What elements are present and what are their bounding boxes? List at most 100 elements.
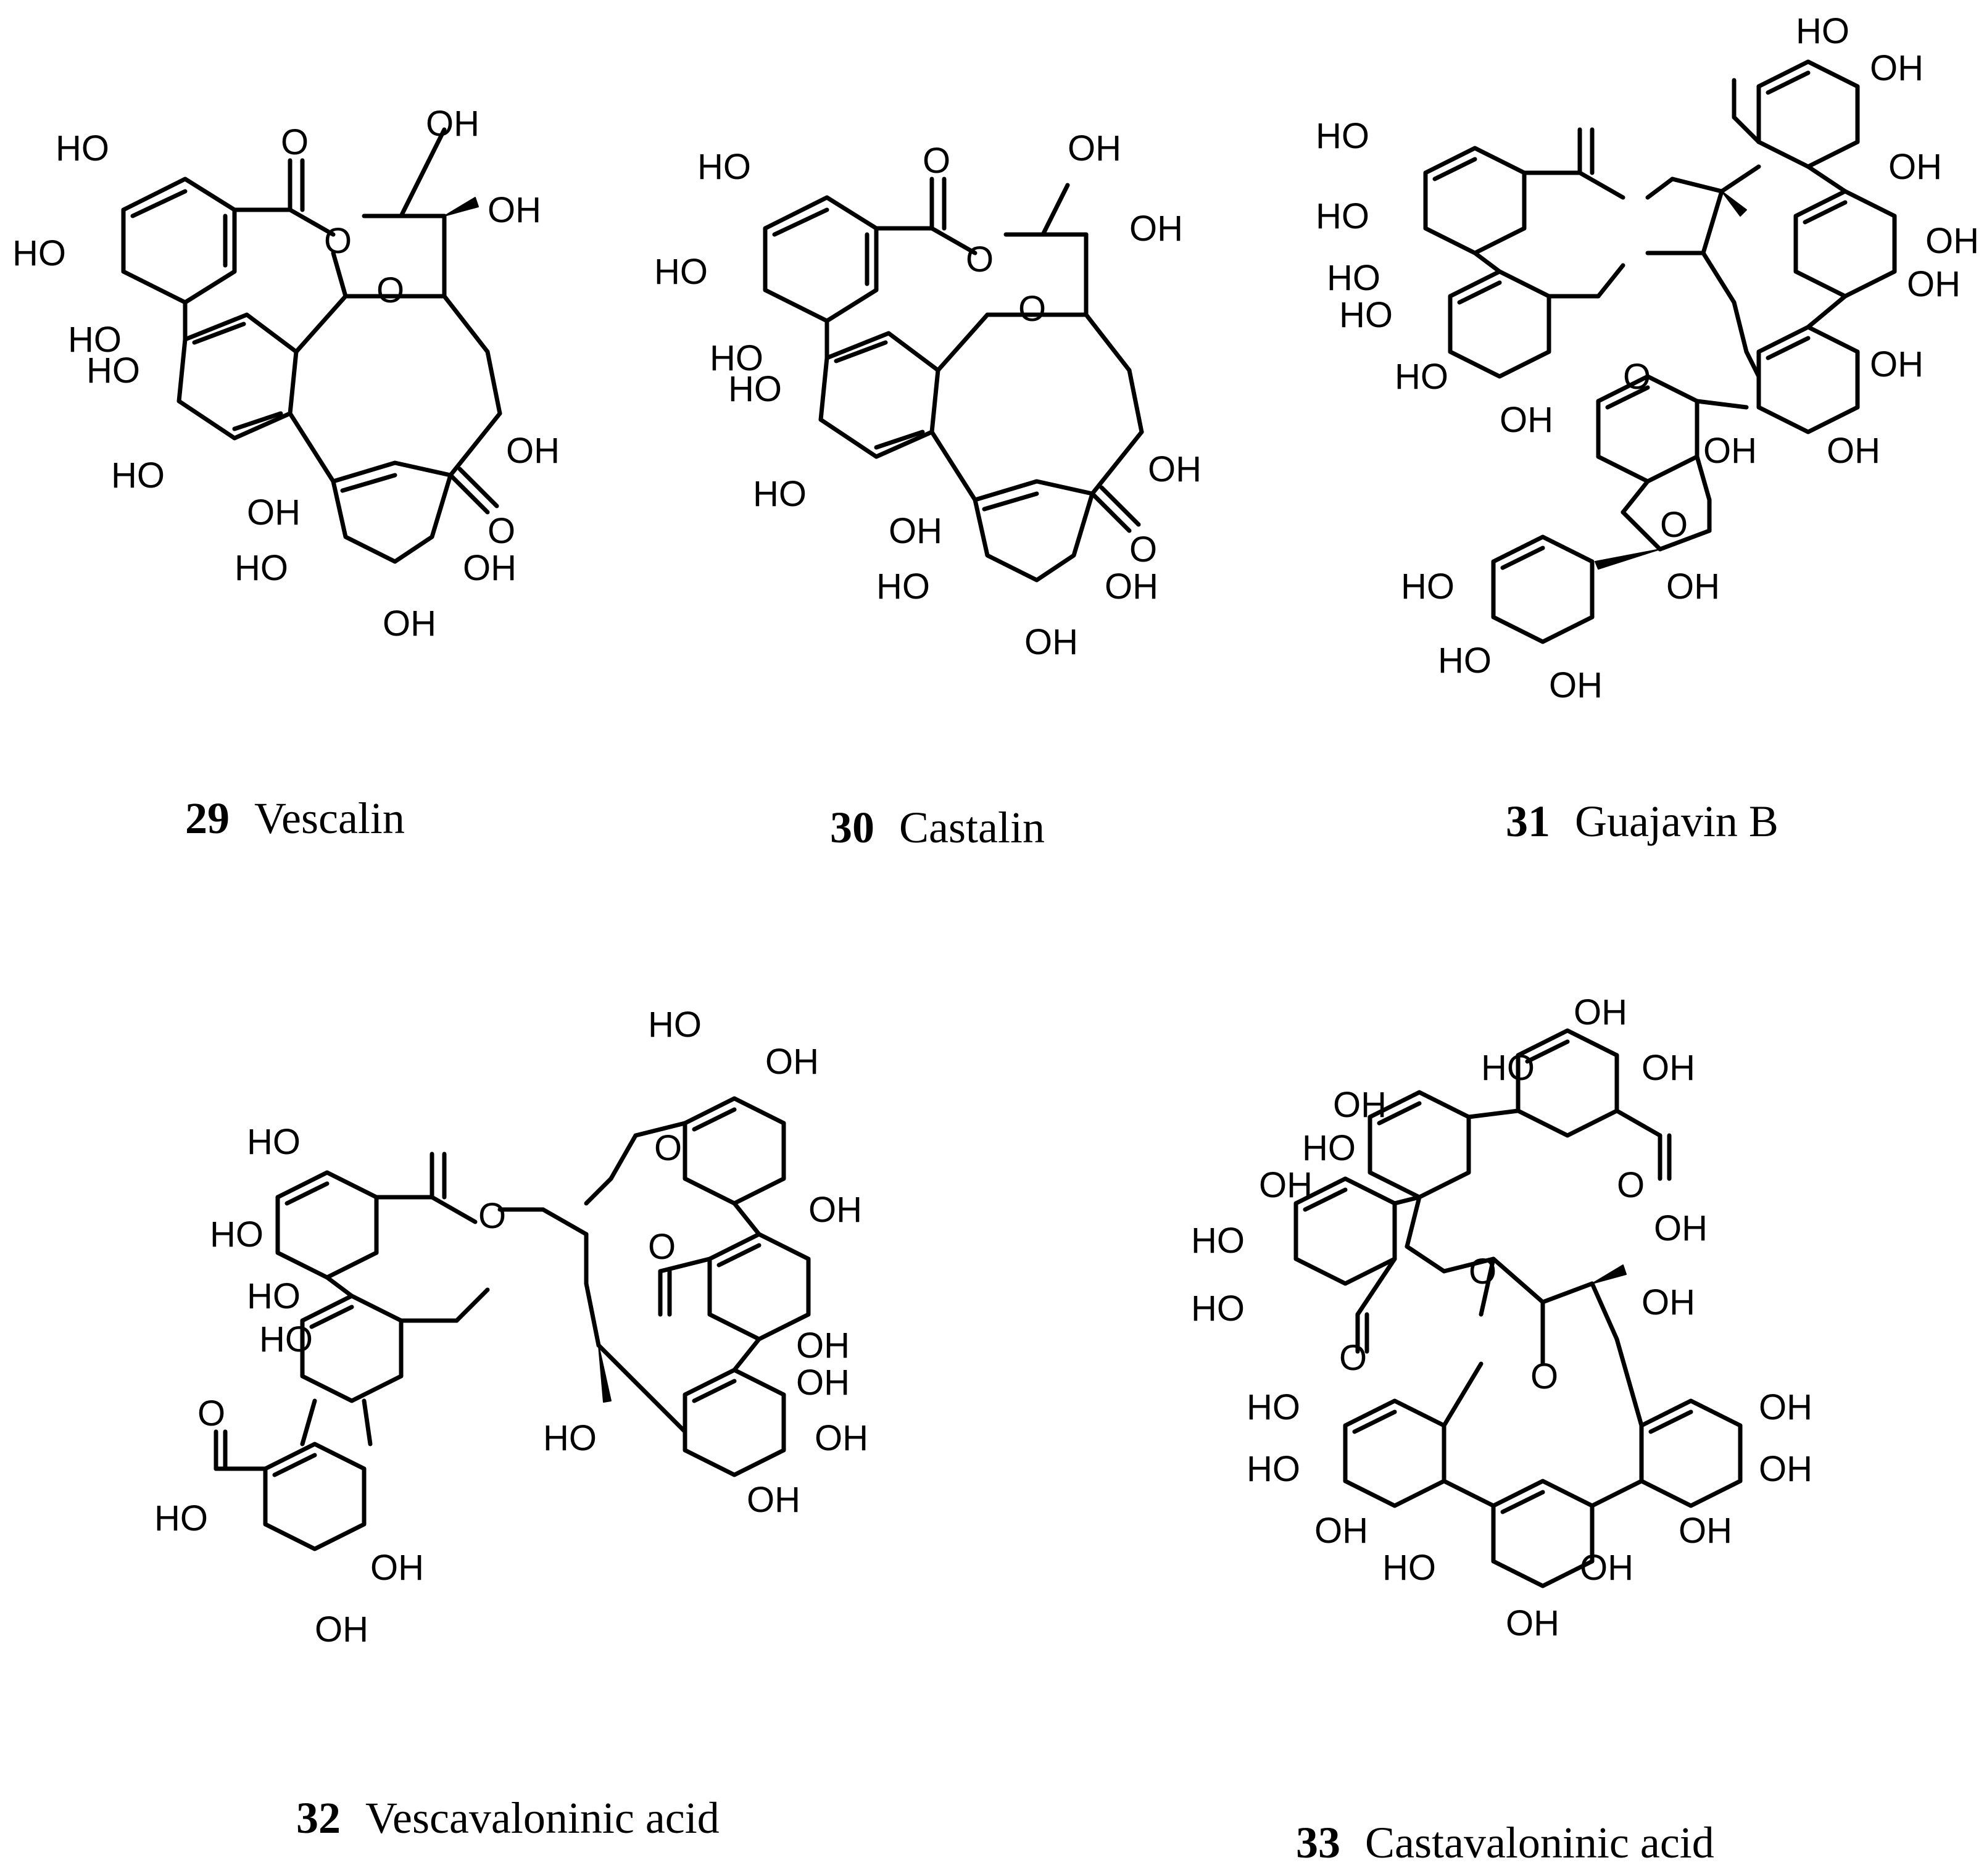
- bond: [457, 467, 499, 508]
- ring: [683, 1368, 786, 1477]
- bond: [732, 1337, 762, 1372]
- compound-number: 31: [1506, 797, 1550, 846]
- atom-label: HO: [1481, 1048, 1535, 1088]
- ring: [263, 1442, 367, 1551]
- bond: [1614, 1337, 1644, 1428]
- atom-label: O: [281, 122, 309, 162]
- bond: [1090, 430, 1144, 496]
- bond: [1766, 336, 1811, 360]
- atom-label: HO: [1316, 196, 1369, 236]
- bond: [1806, 294, 1848, 330]
- bond: [294, 294, 348, 354]
- atom-label: HO: [247, 1276, 301, 1316]
- atom-label: HO: [1327, 258, 1380, 298]
- bond: [1500, 546, 1545, 570]
- atom-label: O: [324, 221, 352, 261]
- ring: [1343, 1398, 1446, 1508]
- bond: [584, 1281, 601, 1348]
- ring-a: [121, 176, 237, 305]
- bond: [1457, 280, 1502, 305]
- structure-guajavin-b: HO OH OH OH OH OH OH HO HO HO HO HO OH O…: [1316, 11, 1979, 705]
- atom-label: HO: [235, 548, 288, 588]
- bond: [1432, 157, 1477, 181]
- ring: [763, 195, 879, 323]
- atom-label: HO: [259, 1319, 313, 1359]
- ring-c: [331, 460, 453, 564]
- bond: [288, 411, 336, 484]
- bond: [929, 226, 977, 255]
- ring: [707, 1232, 811, 1342]
- bond: [1392, 1195, 1422, 1206]
- structure-castavaloninic-acid: OH HO OH OH HO OH HO HO OH OH HO HO OH O…: [1191, 994, 1812, 1643]
- bond: [1658, 528, 1712, 552]
- atom-label: HO: [56, 128, 109, 168]
- atom-label: O: [1623, 357, 1651, 397]
- bond: [325, 1275, 354, 1298]
- bond: [1732, 300, 1749, 354]
- atom-label: OH: [1925, 221, 1979, 261]
- bond: [692, 1379, 737, 1403]
- compound-number: 32: [296, 1793, 341, 1843]
- atom-label: OH: [1549, 665, 1603, 705]
- ring: [275, 1170, 379, 1280]
- atom-label: OH: [1759, 1449, 1812, 1489]
- bond: [1442, 1256, 1496, 1274]
- bond: [834, 340, 888, 363]
- bond: [1127, 368, 1144, 434]
- atom-label: OH: [889, 511, 942, 551]
- bond: [584, 1176, 613, 1206]
- ring: [1491, 1479, 1595, 1588]
- ring: [1756, 59, 1860, 169]
- wedge-bond: [444, 197, 479, 217]
- bond: [929, 430, 977, 502]
- atom-label: HO: [654, 252, 708, 292]
- bond: [1645, 176, 1675, 200]
- atom-label: HO: [86, 351, 140, 391]
- bond: [1744, 349, 1761, 379]
- bond: [272, 1453, 317, 1477]
- bond: [1540, 1281, 1595, 1305]
- bond: [448, 411, 502, 478]
- atom-label: HO: [1302, 1128, 1356, 1168]
- atom-label: HO: [648, 1005, 702, 1045]
- bond: [1695, 454, 1712, 502]
- bond: [608, 1133, 638, 1181]
- atom-label: OH: [1580, 1548, 1633, 1588]
- atom-label: OH: [796, 1363, 850, 1403]
- atom-label: OH: [1574, 994, 1627, 1032]
- atom-label: HO: [876, 567, 930, 607]
- bond: [1090, 491, 1132, 533]
- bond: [1701, 189, 1724, 255]
- bond: [1099, 485, 1141, 527]
- atom-label: OH: [1259, 1165, 1313, 1205]
- atom-label: HO: [1247, 1449, 1300, 1489]
- atom-label: HO: [543, 1418, 597, 1458]
- bond: [1695, 399, 1749, 410]
- bond: [1605, 385, 1650, 410]
- atom-label: HO: [210, 1214, 264, 1255]
- atom-label: HO: [1339, 295, 1393, 335]
- bond: [1803, 200, 1848, 225]
- bond: [288, 207, 336, 237]
- bond: [1377, 1101, 1422, 1126]
- ring: [1639, 1398, 1743, 1508]
- bond: [982, 491, 1039, 512]
- wedge-bond: [598, 1345, 612, 1403]
- atom-label: OH: [1642, 1048, 1695, 1088]
- bond: [1405, 1195, 1422, 1249]
- ring: [1491, 534, 1595, 644]
- compound-name: Guajavin B: [1575, 797, 1779, 846]
- ring: [1793, 189, 1897, 299]
- bond: [1491, 1256, 1545, 1305]
- atom-label: OH: [1314, 1511, 1368, 1551]
- bond: [1466, 1108, 1521, 1119]
- atom-label: HO: [697, 147, 751, 187]
- atom-label: O: [376, 270, 404, 310]
- atom-label: HO: [1395, 357, 1448, 397]
- bond: [633, 1121, 687, 1138]
- atom-label: OH: [1703, 431, 1757, 471]
- atom-label: HO: [753, 474, 807, 514]
- bond: [362, 1398, 373, 1446]
